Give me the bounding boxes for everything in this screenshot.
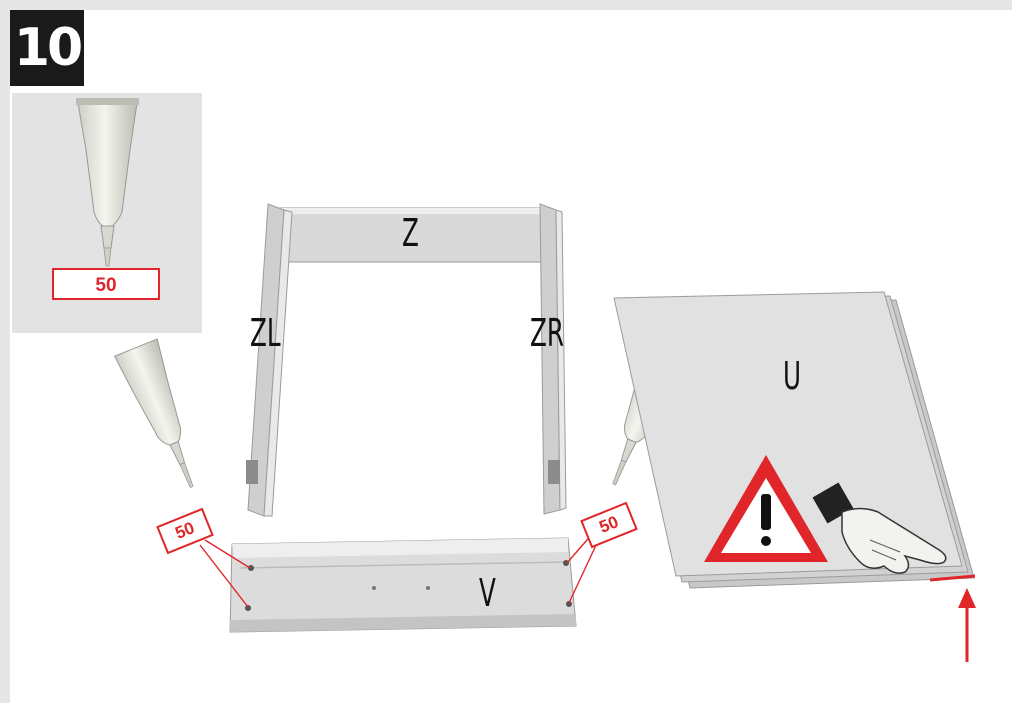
part-label-right-side: ZR <box>530 314 564 352</box>
glue-tube-icon <box>115 339 214 495</box>
part-label-front-panel: V <box>479 574 496 612</box>
up-arrow-icon <box>958 588 976 662</box>
part-label-left-side: ZL <box>250 314 281 352</box>
part-label-bottom-panel: U <box>783 357 801 395</box>
glue-quantity-label: 50 <box>52 268 160 300</box>
part-label-back-panel: Z <box>402 214 419 252</box>
front-panel-part <box>230 538 576 632</box>
glue-tube-icon <box>76 98 139 266</box>
